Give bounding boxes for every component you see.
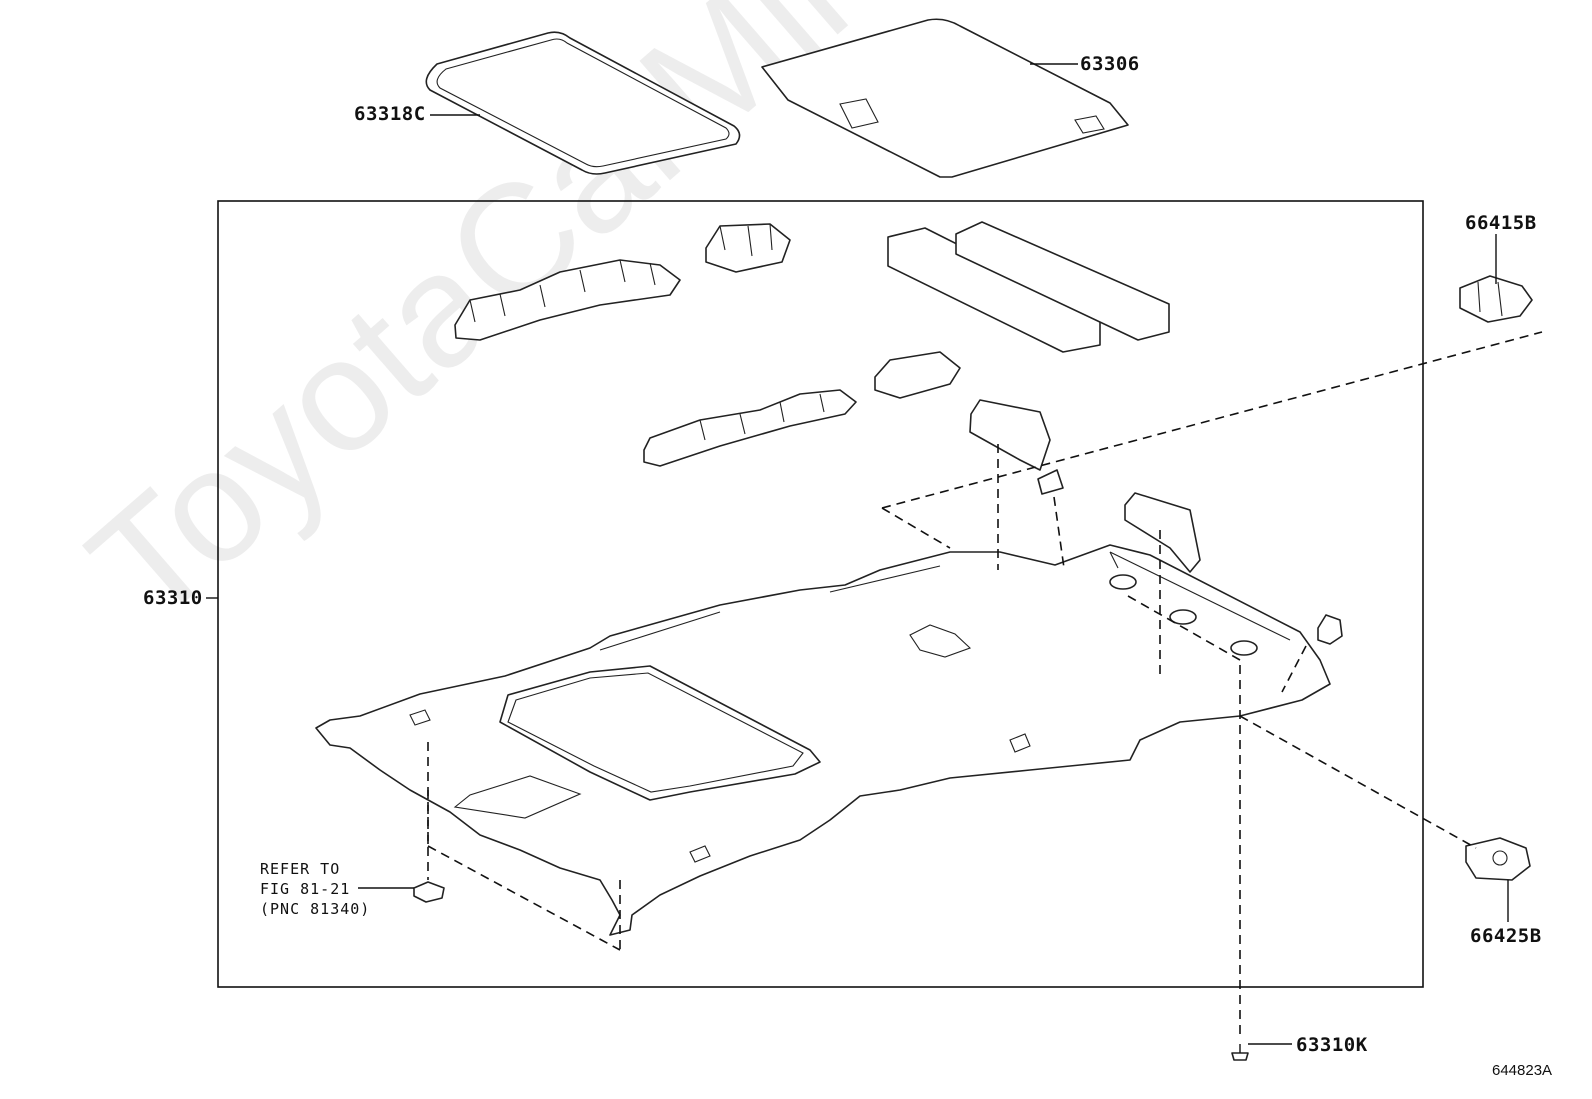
sound-pads [887, 221, 1170, 353]
bracket-rail-middle [643, 389, 857, 467]
label-66415b: 66415B [1465, 212, 1537, 234]
shade-panel-part [761, 18, 1129, 178]
pad-center [969, 399, 1051, 471]
reference-note: REFER TO FIG 81-21 (PNC 81340) [260, 859, 370, 919]
assembly-dashed-lines [427, 331, 1543, 1040]
label-63318c: 63318C [354, 103, 426, 125]
bracket-block-upper [705, 223, 791, 273]
label-63310k: 63310K [1296, 1034, 1368, 1056]
headliner-body-part [315, 544, 1331, 936]
label-66425b: 66425B [1470, 925, 1542, 947]
label-63306: 63306 [1080, 53, 1140, 75]
pad-square [1037, 469, 1064, 495]
pad-hexagon [1317, 614, 1343, 645]
label-leaders [206, 63, 1509, 1045]
screw-part [1231, 1044, 1249, 1061]
reference-line-3: (PNC 81340) [260, 900, 371, 918]
ref-clip-part [413, 881, 445, 903]
clip-lower-part [1465, 837, 1531, 881]
figure-id: 644823A [1492, 1062, 1553, 1079]
pad-right [1124, 492, 1201, 573]
headliner-group-frame [217, 200, 1424, 988]
label-63310: 63310 [143, 587, 203, 609]
reference-line-1: REFER TO [260, 860, 341, 878]
bracket-rail-upper [454, 259, 681, 341]
sunroof-seal-part [425, 31, 741, 175]
bracket-block-middle [874, 351, 961, 399]
reference-line-2: FIG 81-21 [260, 880, 351, 898]
